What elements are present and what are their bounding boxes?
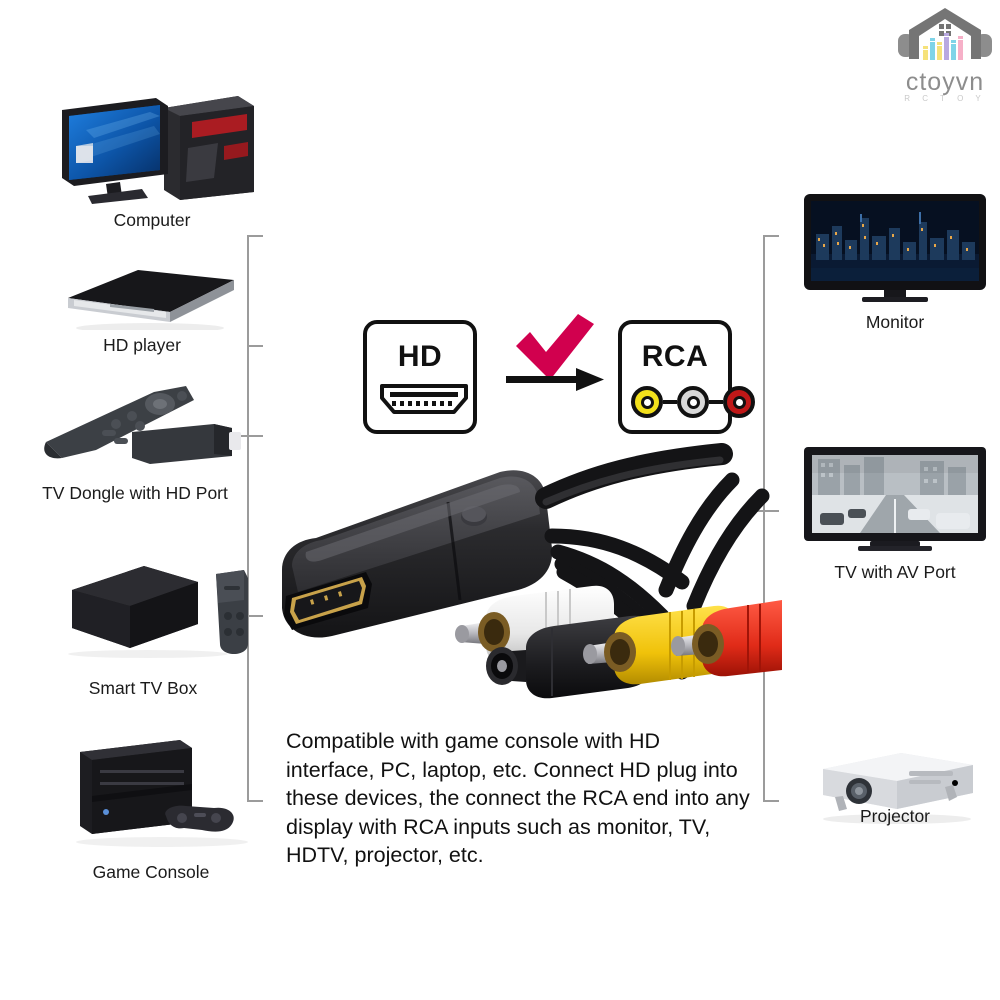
hdmi-port-icon bbox=[380, 384, 468, 414]
hd-box-label: HD bbox=[397, 340, 443, 373]
house-headphones-equalizer-logo bbox=[898, 8, 992, 60]
output-label-projector: Projector bbox=[859, 806, 931, 826]
desktop-computer-icon bbox=[62, 96, 254, 204]
rca-link-1 bbox=[663, 400, 677, 404]
monitor-icon bbox=[804, 194, 986, 302]
hd-player-icon bbox=[68, 270, 234, 330]
right-arrow-icon bbox=[506, 368, 604, 391]
tv-av-port-icon bbox=[804, 447, 986, 551]
hd-to-rca-adapter bbox=[282, 443, 782, 699]
hd-port-box: HD bbox=[363, 320, 477, 434]
source-label-hd-player: HD player bbox=[103, 335, 181, 355]
game-console-icon bbox=[76, 740, 248, 847]
source-label-smart-tv-box: Smart TV Box bbox=[88, 678, 198, 698]
projector-icon bbox=[823, 753, 973, 824]
source-label-tv-dongle: TV Dongle with HD Port bbox=[42, 483, 228, 503]
source-label-game-console: Game Console bbox=[92, 862, 210, 882]
rca-link-2 bbox=[709, 400, 723, 404]
output-label-monitor: Monitor bbox=[865, 312, 925, 332]
source-label-computer: Computer bbox=[113, 210, 191, 230]
brand-subtext: R C T O Y bbox=[904, 94, 986, 103]
output-label-tv-av-port: TV with AV Port bbox=[834, 562, 956, 582]
red-rca-connector bbox=[671, 600, 782, 677]
check-mark-icon bbox=[516, 314, 594, 380]
yellow-rca-jack bbox=[631, 386, 663, 418]
brand-logo: ctoyvn R C T O Y bbox=[895, 6, 995, 111]
red-rca-jack bbox=[723, 386, 755, 418]
rca-port-box: RCA bbox=[618, 320, 755, 434]
product-description: Compatible with game console with HD int… bbox=[286, 729, 750, 867]
brand-name: ctoyvn bbox=[905, 68, 985, 96]
smart-tv-box-icon bbox=[68, 566, 248, 658]
rca-jack-group bbox=[631, 386, 755, 418]
rca-box-label: RCA bbox=[641, 340, 709, 373]
white-rca-jack bbox=[677, 386, 709, 418]
tv-dongle-icon bbox=[44, 386, 241, 464]
